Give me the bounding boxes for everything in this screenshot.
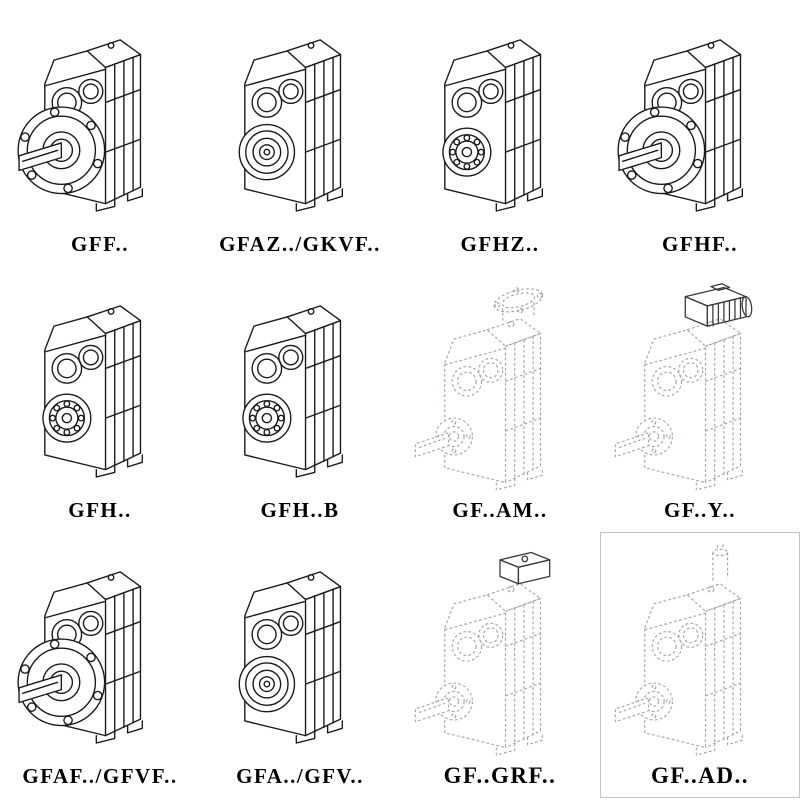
model-label: GF..AM.. [452,498,548,522]
model-label: GF..Y.. [664,498,736,522]
gearbox-gff-drawing [8,6,192,232]
gearbox-gf-am-drawing [408,272,592,498]
model-label: GFF.. [70,232,130,256]
gearbox-gf-y-drawing [608,272,792,498]
catalog-cell-gfh: GFH.. [0,266,200,532]
model-label: GFHZ.. [460,232,540,256]
catalog-cell-gff: GFF.. [0,0,200,266]
catalog-cell-gfaz-gkvf: GFAZ../GKVF.. [200,0,400,266]
gearbox-gfa-gfv-drawing [208,538,392,764]
model-label: GFAF../GFVF.. [22,764,178,788]
catalog-cell-gf-grf: GF..GRF.. [400,532,600,798]
gearbox-gf-ad-drawing [608,537,792,763]
catalog-cell-gf-am: GF..AM.. [400,266,600,532]
gearbox-gfaf-gfvf-drawing [8,538,192,764]
model-label: GFA../GFV.. [236,764,364,788]
model-label: GF..GRF.. [443,763,557,788]
gearbox-gfhf-drawing [608,6,792,232]
catalog-cell-gfh-b: GFH..B [200,266,400,532]
catalog-cell-gf-ad: GF..AD.. [600,532,800,798]
catalog-cell-gfhf: GFHF.. [600,0,800,266]
gearbox-gfh-drawing [8,272,192,498]
model-label: GFHF.. [662,232,738,256]
gearbox-gfaz-gkvf-drawing [208,6,392,232]
catalog-cell-gfaf-gfvf: GFAF../GFVF.. [0,532,200,798]
catalog-cell-gfa-gfv: GFA../GFV.. [200,532,400,798]
model-label: GFAZ../GKVF.. [219,232,381,256]
gearbox-gf-grf-drawing [408,537,592,763]
catalog-cell-gf-y: GF..Y.. [600,266,800,532]
model-label: GFH.. [68,498,132,522]
model-label: GFH..B [260,498,340,522]
gearbox-gfh-b-drawing [208,272,392,498]
gearbox-gfhz-drawing [408,6,592,232]
model-label: GF..AD.. [650,763,750,788]
catalog-cell-gfhz: GFHZ.. [400,0,600,266]
